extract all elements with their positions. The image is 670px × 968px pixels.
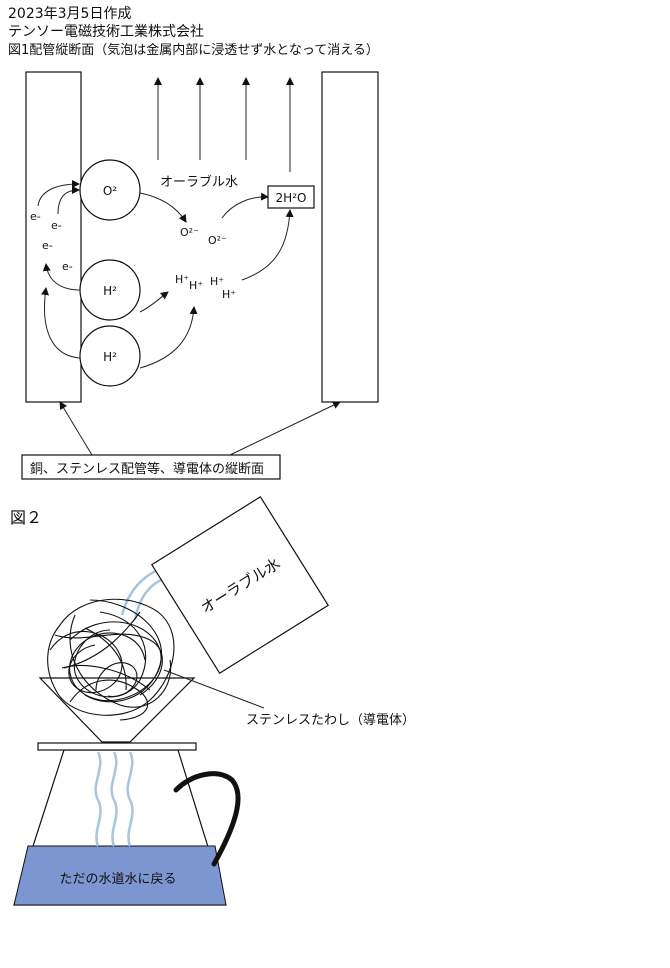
oxide-ion-label: O²⁻ [208,234,227,247]
electron-label: e- [51,219,62,232]
upward-arrows [154,77,294,172]
hydrogen-ion-label: H⁺ [222,288,236,301]
water-product-label: 2H²O [276,191,307,205]
dripper-cone [38,677,196,743]
aurable-water-label: オーラブル水 [160,174,238,190]
filter-plate [37,742,197,751]
hydrogen-bubble-lower [79,325,141,387]
pipe-wall-left [25,71,82,403]
pipe-wall-right [321,71,379,403]
jug-water [13,845,227,906]
reaction-arrows [139,192,294,369]
figure2-label: 図２ [10,508,43,527]
scrubber-label: ステンレスたわし（導電体） [246,713,415,728]
scrubber-pointer [163,669,265,709]
conductor-label-box [21,454,281,480]
drip-streams [94,751,134,847]
conductor-label: 銅、ステンレス配管等、導電体の縦断面 [30,461,264,477]
figure1-caption: 図1配管縦断面（気泡は金属内部に浸透せず水となって消える） [8,43,379,58]
pot-label: ただの水道水に戻る [59,872,176,887]
hydrogen-ion-label: H⁺ [210,275,224,288]
creation-date: 2023年3月5日作成 [8,6,132,22]
aurable-water-container: オーラブル水 [150,495,330,675]
electron-label: e- [62,260,73,273]
company-name: テンソー電磁技術工業株式会社 [8,24,204,40]
steel-scrubber [47,598,175,721]
jug-handle [173,771,241,867]
electron-label: e- [42,239,53,252]
oxygen-bubble [79,159,141,221]
electron-flow-arrows [37,180,81,359]
hydrogen-bubble-upper-label: H² [103,284,117,298]
oxide-ion-label: O²⁻ [180,226,199,239]
electron-label: e- [30,210,41,223]
water-product-box [267,185,315,209]
hydrogen-ion-label: H⁺ [175,273,189,286]
oxygen-bubble-label: O² [103,184,117,198]
hydrogen-bubble-lower-label: H² [103,350,117,364]
hydrogen-ion-label: H⁺ [189,279,203,292]
